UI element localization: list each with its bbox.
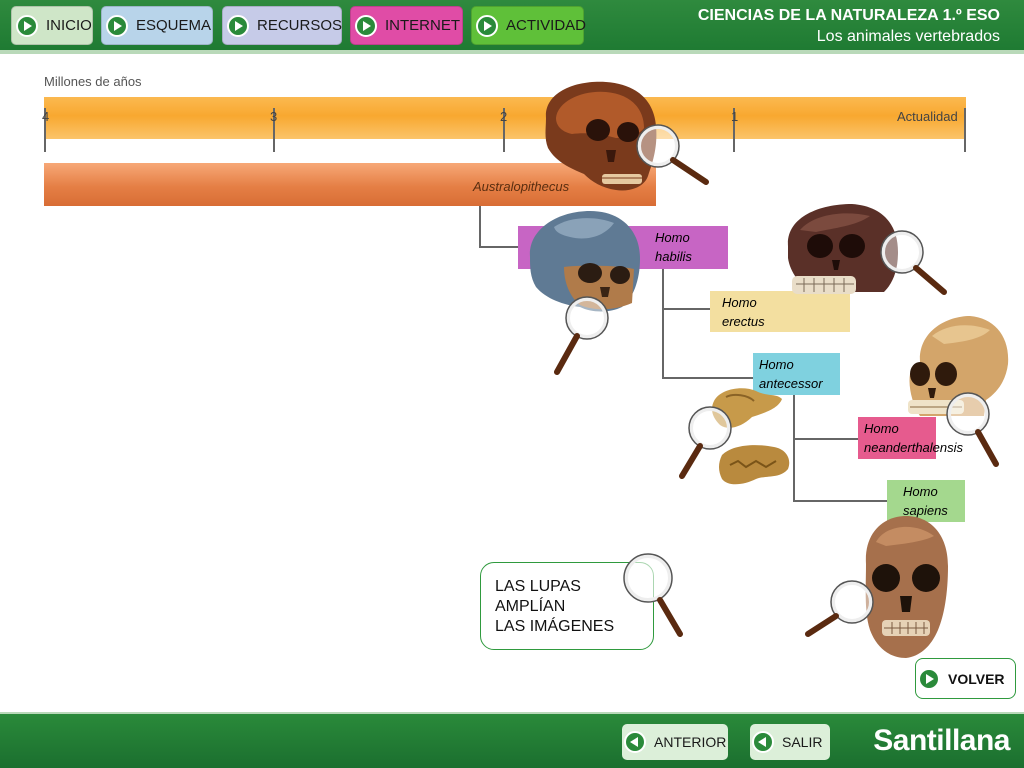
homo-habilis-species: habilis (655, 249, 692, 264)
magnifier-icon[interactable] (802, 578, 878, 638)
volver-label: VOLVER (948, 670, 1005, 687)
nav-recursos-button[interactable]: RECURSOS (222, 6, 342, 45)
connector-line (793, 500, 888, 502)
tick-label-actualidad: Actualidad (897, 109, 958, 124)
anterior-label: ANTERIOR (654, 734, 727, 750)
magnifier-icon[interactable] (551, 296, 615, 376)
axis-tick (503, 108, 505, 152)
unit-subtitle: Los animales vertebrados (816, 28, 1000, 45)
homo-antecessor-fossil-image (712, 388, 790, 485)
nav-recursos-label: RECURSOS (257, 17, 343, 34)
volver-button[interactable]: VOLVER (915, 658, 1016, 699)
magnifier-icon[interactable] (944, 392, 1000, 468)
axis-tick (273, 108, 275, 152)
axis-tick (44, 108, 46, 152)
homo-antecessor-box: Homo antecessor (753, 353, 840, 395)
nav-esquema-button[interactable]: ESQUEMA (101, 6, 213, 45)
homo-erectus-box: Homo erectus (710, 291, 850, 332)
time-axis-bar (44, 97, 966, 139)
homo-antecessor-species: antecessor (759, 376, 823, 391)
homo-sapiens-skull-image (865, 516, 948, 658)
axis-label: Millones de años (44, 74, 142, 89)
nav-inicio-button[interactable]: INICIO (11, 6, 93, 45)
australopithecus-bar (44, 163, 656, 206)
connector-line (793, 438, 859, 440)
tick-label-4: 4 (42, 109, 50, 124)
homo-neanderthalensis-box: Homo neanderthalensis (858, 417, 964, 459)
homo-antecessor-genus: Homo (759, 357, 794, 372)
homo-erectus-skull-image (787, 204, 898, 294)
homo-erectus-genus: Homo (722, 295, 757, 310)
nav-internet-label: INTERNET (385, 17, 460, 34)
header-stripe (0, 50, 1024, 54)
homo-sapiens-box: Homo sapiens (887, 480, 965, 522)
homo-habilis-genus: Homo (655, 230, 690, 245)
homo-neanderthalensis-species: neanderthalensis (864, 440, 964, 455)
play-icon (918, 667, 940, 690)
salir-label: SALIR (782, 734, 823, 750)
axis-tick (964, 108, 966, 152)
homo-neanderthalensis-skull-image (908, 316, 1009, 416)
play-icon (476, 14, 498, 37)
connector-line (479, 246, 519, 248)
salir-button[interactable]: SALIR (750, 724, 830, 760)
hint-line-3: LAS IMÁGENES (495, 618, 615, 635)
nav-actividad-button[interactable]: ACTIVIDAD (471, 6, 587, 45)
nav-inicio-label: INICIO (46, 17, 92, 34)
santillana-logo: Santillana (873, 724, 1010, 757)
play-icon (355, 14, 377, 37)
play-icon (227, 14, 249, 37)
australopithecus-skull-image (545, 81, 657, 191)
tick-label-2: 2 (500, 109, 508, 124)
course-title-block: CIENCIAS DE LA NATURALEZA 1.º ESO Los an… (698, 7, 1000, 46)
course-title: CIENCIAS DE LA NATURALEZA 1.º ESO (697, 7, 1000, 24)
connector-line (662, 308, 710, 310)
magnifier-icon[interactable] (676, 404, 736, 480)
magnifier-icon[interactable] (878, 230, 948, 296)
hint-line-1: LAS LUPAS (495, 578, 581, 595)
magnifier-icon[interactable] (636, 124, 710, 186)
play-icon (16, 14, 38, 37)
australopithecus-label: Australopithecus (473, 179, 570, 194)
connector-line (662, 268, 664, 379)
axis-tick (733, 108, 735, 152)
nav-esquema-label: ESQUEMA (136, 17, 212, 34)
footer-bar (0, 714, 1024, 768)
homo-erectus-species: erectus (722, 314, 765, 329)
magnifier-icon (623, 553, 683, 637)
nav-actividad-label: ACTIVIDAD (506, 17, 587, 34)
tick-label-1: 1 (731, 109, 739, 124)
tick-label-3: 3 (270, 109, 278, 124)
homo-neanderthalensis-genus: Homo (864, 421, 899, 436)
back-arrow-icon (624, 731, 646, 753)
play-icon (106, 14, 128, 37)
nav-internet-button[interactable]: INTERNET (350, 6, 463, 45)
homo-sapiens-genus: Homo (903, 484, 938, 499)
back-arrow-icon (752, 731, 774, 753)
hint-line-2: AMPLÍAN (495, 598, 566, 615)
connector-line (793, 395, 795, 502)
homo-sapiens-species: sapiens (903, 503, 948, 518)
anterior-button[interactable]: ANTERIOR (622, 724, 728, 760)
connector-line (662, 377, 754, 379)
connector-line (479, 206, 481, 248)
